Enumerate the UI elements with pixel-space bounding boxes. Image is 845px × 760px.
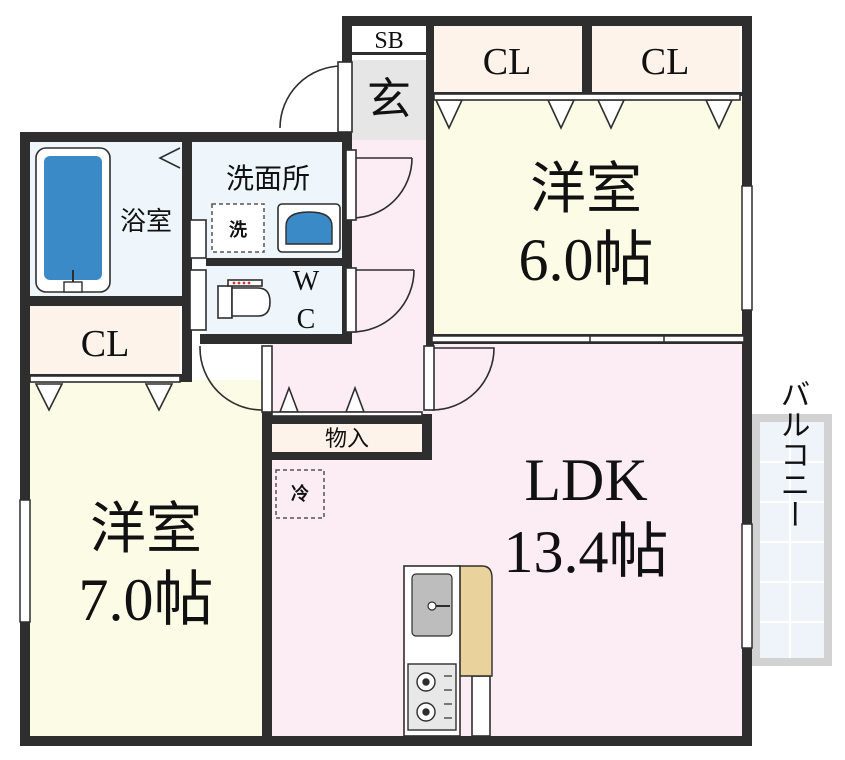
ldk-name: LDK (524, 447, 647, 513)
kitchen-counter (457, 565, 493, 677)
balcony-label: バルコニー (775, 379, 810, 529)
western-room-1-size: 6.0帖 (519, 227, 654, 293)
wc-door (351, 269, 415, 333)
bathroom-name: 浴室 (120, 207, 172, 237)
windows (19, 185, 753, 649)
closet-top-right-label: CL (641, 41, 690, 83)
shoe-box-label: SB (374, 28, 403, 54)
labels: 洋室 6.0帖 洋室 7.0帖 LDK 13.4帖 浴室 洗面所 W C SB … (79, 28, 810, 633)
wc-label-w: W (293, 266, 320, 297)
stove-icon (407, 663, 457, 731)
refrigerator-label: 冷 (291, 483, 309, 505)
entrance-floor (350, 60, 428, 140)
washroom-door (351, 157, 413, 219)
ldk-door (431, 347, 495, 411)
western-room-2-size: 7.0帖 (79, 567, 214, 633)
washing-machine-label: 洗 (229, 219, 247, 241)
western-room-1-name: 洋室 (530, 157, 642, 222)
closet-door-marks (29, 93, 741, 417)
balcony (752, 414, 832, 666)
western-room-2-door (199, 346, 263, 411)
closet-top-left-floor (432, 24, 582, 94)
western-room-2-name: 洋室 (90, 497, 202, 562)
entrance-door (279, 65, 343, 129)
refrigerator-icon (275, 469, 325, 519)
wc-label-c: C (297, 304, 316, 335)
bathroom-door (158, 147, 181, 169)
closet-left-label: CL (81, 323, 130, 365)
western-room-2-floor (28, 380, 268, 740)
toilet-icon (217, 279, 271, 319)
storage-label: 物入 (325, 427, 369, 452)
western-room-1-floor (428, 92, 744, 338)
fixtures (35, 147, 493, 737)
closet-top-right-floor (590, 24, 740, 94)
storage-floor (272, 424, 422, 454)
washing-machine-icon (211, 203, 265, 253)
entrance-label: 玄 (367, 74, 411, 125)
bathtub-water (44, 156, 102, 280)
closet-left-floor (30, 306, 180, 374)
room-fills (28, 24, 744, 740)
closet-top-left-label: CL (483, 41, 532, 83)
doors (158, 61, 495, 737)
ldk-size: 13.4帖 (504, 519, 669, 585)
burner-icon (416, 672, 436, 722)
washroom-name: 洗面所 (226, 162, 310, 195)
